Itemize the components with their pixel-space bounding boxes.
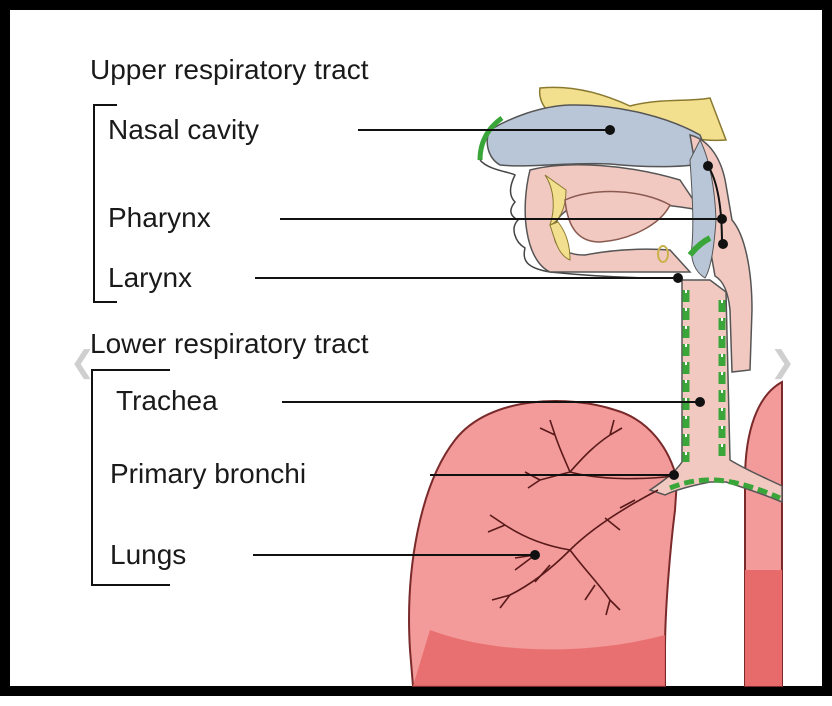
label-larynx: Larynx xyxy=(108,264,192,292)
label-primary-bronchi: Primary bronchi xyxy=(110,460,306,488)
tongue xyxy=(565,192,670,242)
label-trachea: Trachea xyxy=(116,387,218,415)
lower-tract-heading: Lower respiratory tract xyxy=(90,330,369,358)
label-nasal-cavity: Nasal cavity xyxy=(108,116,259,144)
next-arrow-icon[interactable]: ❯ xyxy=(770,348,795,378)
label-pharynx: Pharynx xyxy=(108,204,211,232)
upper-tract-heading: Upper respiratory tract xyxy=(90,56,369,84)
label-lungs: Lungs xyxy=(110,541,186,569)
previous-arrow-icon[interactable]: ❮ xyxy=(70,348,95,378)
